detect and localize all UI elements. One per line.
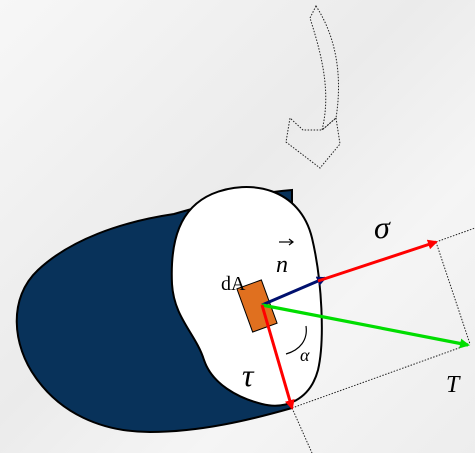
tau-label: τ: [242, 357, 255, 393]
traction-label: T: [446, 372, 461, 398]
normal-label: n: [276, 238, 294, 278]
traction-vector: [261, 303, 470, 349]
vector-arrow-icon: [279, 238, 294, 246]
area-label: dA: [221, 273, 246, 295]
sigma-label: σ: [374, 209, 391, 245]
construction-lines: [291, 227, 475, 453]
curved-down-arrow-icon: [285, 4, 341, 169]
angle-arc: [285, 325, 307, 355]
angle-label: α: [300, 345, 310, 365]
shear-stress-arrow: [260, 304, 295, 410]
normal-stress-arrow: [317, 239, 438, 283]
normal-symbol: n: [276, 252, 288, 278]
normal-vector: [261, 276, 327, 307]
